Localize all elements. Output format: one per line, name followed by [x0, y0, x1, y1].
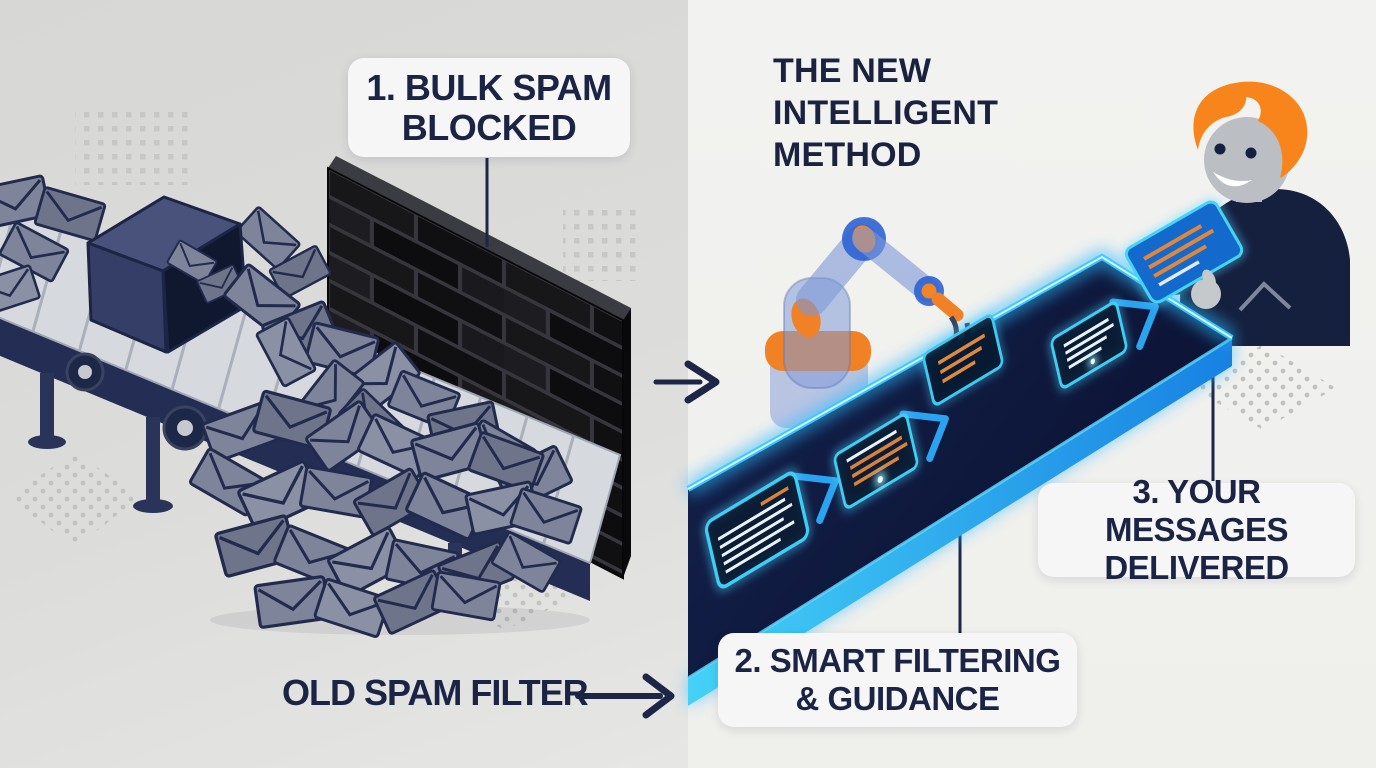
transition-arrow [653, 360, 720, 404]
person-smile [1213, 172, 1252, 187]
dot-diamond-right [1192, 344, 1336, 430]
message-card-2 [831, 409, 921, 513]
new-method-title-text: THE NEW INTELLIGENT METHOD [773, 52, 999, 175]
person-eye [1214, 143, 1226, 155]
step2-label-text: 2. SMART FILTERING & GUIDANCE [734, 642, 1061, 717]
person-eye [1245, 147, 1257, 159]
message-card-1 [702, 467, 812, 593]
sleeve-fold [1238, 281, 1292, 312]
step3-label: 3. YOUR MESSAGES DELIVERED [1038, 473, 1355, 586]
step1-label: 1. BULK SPAM BLOCKED [348, 58, 630, 157]
delivered-message-tablet [1121, 197, 1247, 309]
dot-grid-top-left [75, 105, 189, 185]
old-filter-arrow [575, 673, 675, 719]
old-method-label-text: OLD SPAM FILTER [282, 672, 589, 713]
dot-diamond-bottom-left [8, 452, 140, 548]
person-hair [1193, 81, 1308, 178]
step2-label: 2. SMART FILTERING & GUIDANCE [718, 633, 1077, 727]
old-method-label: OLD SPAM FILTER [282, 672, 589, 714]
message-card-3 [920, 311, 1006, 409]
message-card-4 [1047, 298, 1131, 392]
spam-container [86, 195, 248, 354]
person-hand [1191, 279, 1221, 309]
step3-label-text: 3. YOUR MESSAGES DELIVERED [1104, 473, 1289, 586]
new-method-title: THE NEW INTELLIGENT METHOD [773, 50, 998, 176]
step1-label-text: 1. BULK SPAM BLOCKED [366, 66, 612, 148]
dot-grid-wall-right [563, 207, 639, 281]
